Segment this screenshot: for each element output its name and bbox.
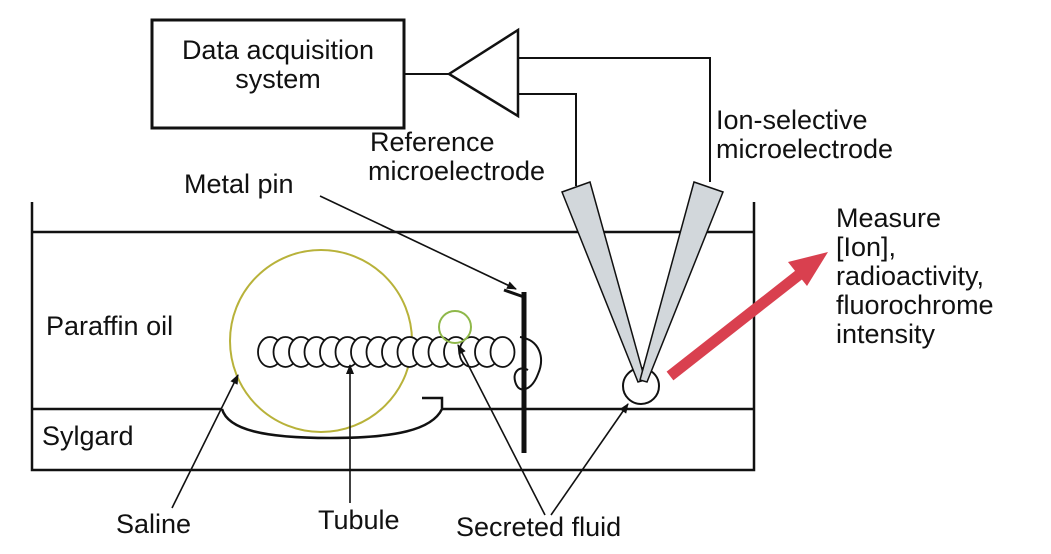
measure-arrow — [666, 252, 828, 381]
secreted-leader-1 — [457, 344, 546, 516]
measure-label: Measure [Ion], radioactivity, fluorochro… — [836, 203, 994, 349]
metal-pin-leader — [319, 195, 517, 290]
data-acquisition-box — [150, 18, 406, 130]
reference-microelectrode-label: Reference microelectrode — [368, 127, 546, 186]
secreted-droplet-small — [438, 310, 472, 344]
secreted-fluid-label: Secreted fluid — [456, 512, 622, 542]
ion-selective-microelectrode — [639, 181, 724, 383]
secreted-leader-2 — [550, 403, 629, 516]
tubule — [257, 336, 516, 368]
saline-leader — [171, 374, 239, 509]
metal-pin-label: Metal pin — [184, 169, 294, 199]
tubule-label: Tubule — [318, 505, 400, 535]
saline-label: Saline — [116, 509, 192, 539]
reference-microelectrode — [561, 181, 646, 383]
saline-well — [220, 396, 444, 440]
paraffin-oil-label: Paraffin oil — [46, 311, 174, 341]
sylgard-label: Sylgard — [42, 421, 134, 451]
ion-selective-microelectrode-label: Ion-selective microelectrode — [716, 105, 894, 164]
tubule-end-loop — [513, 336, 542, 391]
tubule-segment — [489, 336, 516, 368]
dish-outline — [30, 202, 756, 472]
metal-pin — [503, 288, 527, 453]
dish — [30, 202, 756, 472]
data-acquisition-label: Data acquisition system — [181, 35, 375, 94]
amplifier-icon — [446, 27, 520, 119]
wiring — [404, 57, 711, 186]
leader-lines — [171, 195, 629, 516]
